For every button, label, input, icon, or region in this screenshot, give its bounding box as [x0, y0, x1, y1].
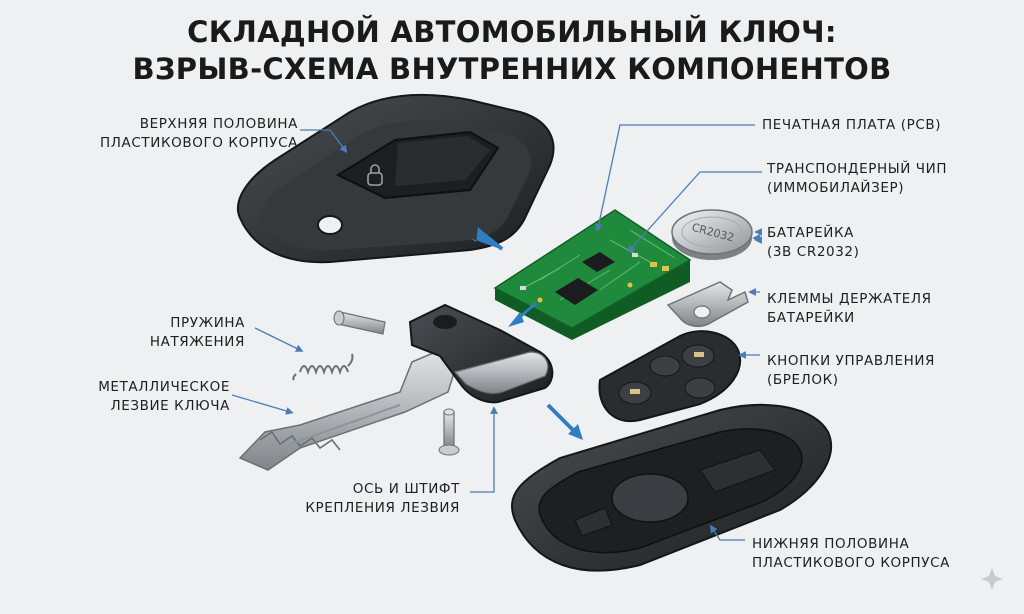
label-pcb: ПЕЧАТНАЯ ПЛАТА (PCB): [762, 117, 942, 133]
pcb-board: [493, 209, 692, 340]
lower-housing: [511, 404, 833, 572]
label-pivot-pin: ОСЬ И ШТИФТ КРЕПЛЕНИЯ ЛЕЗВИЯ: [305, 481, 460, 516]
pivot-pin-top: [333, 310, 386, 335]
battery-clips: [666, 281, 749, 328]
label-battery: БАТАРЕЙКА (3В CR2032): [767, 225, 860, 260]
lock-icon: [367, 172, 383, 186]
control-buttons: [598, 330, 741, 423]
label-upper-housing: ВЕРХНЯЯ ПОЛОВИНА ПЛАСТИКОВОГО КОРПУСА: [100, 116, 298, 151]
label-transponder: ТРАНСПОНДЕРНЫЙ ЧИП (ИММОБИЛАЙЗЕР): [767, 161, 948, 196]
leader-lines: [231, 124, 762, 541]
battery-cr2032: CR2032: [671, 209, 753, 260]
page-title: СКЛАДНОЙ АВТОМОБИЛЬНЫЙ КЛЮЧ: ВЗРЫВ-СХЕМА…: [0, 14, 1024, 88]
label-buttons: КНОПКИ УПРАВЛЕНИЯ (БРЕЛОК): [767, 353, 936, 388]
sparkle-icon: [981, 568, 1003, 590]
label-blade: МЕТАЛЛИЧЕСКОЕ ЛЕЗВИЕ КЛЮЧА: [98, 379, 230, 414]
label-lower-housing: НИЖНЯЯ ПОЛОВИНА ПЛАСТИКОВОГО КОРПУСА: [752, 536, 950, 571]
pivot-pin-bottom: [438, 408, 460, 456]
title-line-2: ВЗРЫВ-СХЕМА ВНУТРЕННИХ КОМПОНЕНТОВ: [132, 52, 892, 86]
keyring-hole: [317, 215, 343, 235]
arrow-down-icon: [568, 424, 583, 440]
transponder-chip: [582, 252, 615, 272]
explode-arrows: [470, 227, 583, 440]
blade-pivot-head: [408, 303, 554, 404]
label-battery-clips: КЛЕММЫ ДЕРЖАТЕЛЯ БАТАРЕЙКИ: [767, 291, 932, 326]
upper-housing: [237, 93, 555, 264]
microcontroller-chip: [555, 278, 598, 305]
label-spring: ПРУЖИНА НАТЯЖЕНИЯ: [149, 315, 245, 350]
title-line-1: СКЛАДНОЙ АВТОМОБИЛЬНЫЙ КЛЮЧ:: [187, 15, 837, 49]
tension-spring: [292, 353, 354, 381]
